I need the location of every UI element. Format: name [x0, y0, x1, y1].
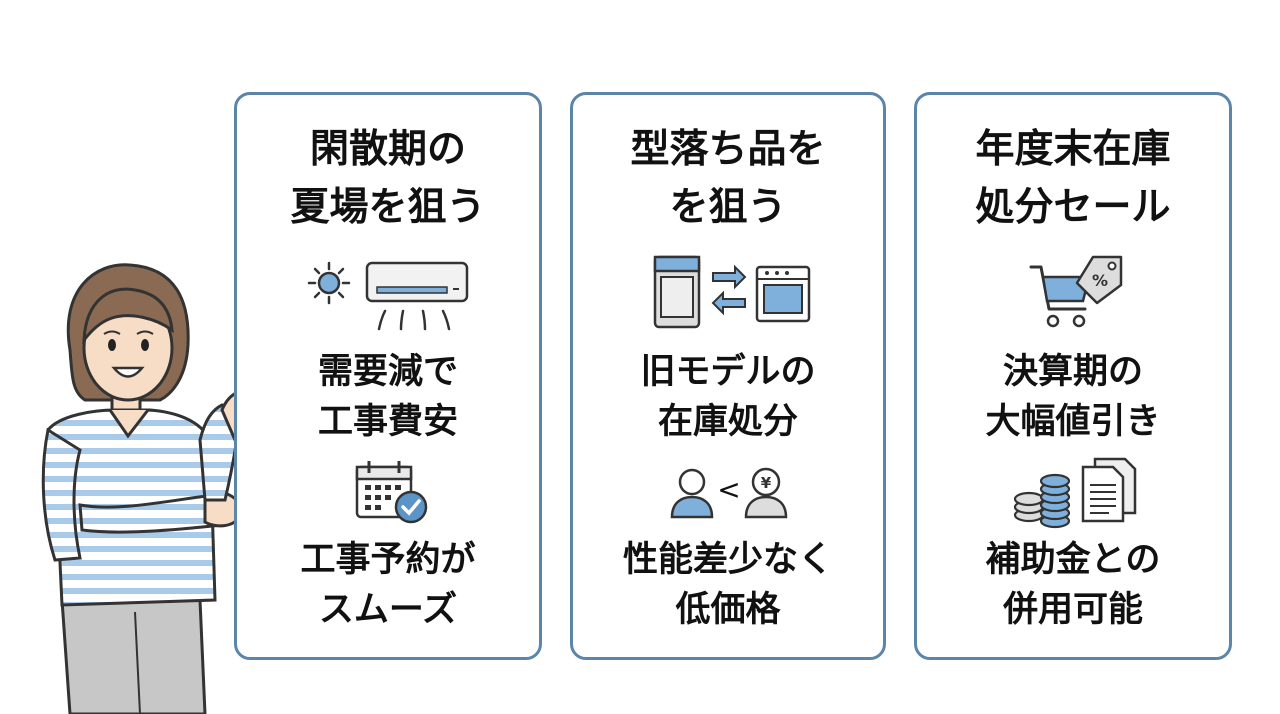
card-point: 旧モデルの 在庫処分: [640, 352, 816, 442]
washing-machine-icon: [653, 255, 701, 329]
percent-symbol: %: [1092, 271, 1108, 290]
coin-stack-icon: [1013, 473, 1071, 529]
documents-icon: [1081, 457, 1137, 523]
card-point: 決算期の 大幅値引き: [985, 352, 1161, 442]
comparison-symbol: <: [717, 473, 741, 506]
person-icon: [670, 468, 714, 519]
card-point: 補助金との 併用可能: [985, 540, 1161, 630]
yen-symbol: ¥: [761, 474, 772, 492]
card-heading: 年度末在庫 処分セール: [975, 127, 1171, 230]
calendar-check-icon: [355, 461, 428, 524]
tip-card-old-model: 型落ち品を を狙う 旧モデルの 在庫処分 < ¥ 性能差少なく 低価格: [570, 92, 886, 660]
swap-arrows-icon: [711, 264, 747, 316]
tip-card-summer: 閑散期の 夏場を狙う 需要減で 工事費安: [234, 92, 542, 660]
card-point: 性能差少なく 低価格: [622, 540, 833, 630]
card-heading: 型落ち品を を狙う: [630, 127, 826, 230]
sun-icon: [307, 261, 351, 305]
air-conditioner-icon: [365, 261, 469, 331]
tip-card-year-end-sale: 年度末在庫 処分セール % 決算期の 大幅値引き: [914, 92, 1232, 660]
card-point: 工事予約が スムーズ: [300, 540, 476, 630]
card-heading: 閑散期の 夏場を狙う: [290, 127, 486, 230]
price-tag-icon: %: [1075, 255, 1123, 305]
yen-person-icon: ¥: [744, 467, 788, 519]
card-point: 需要減で 工事費安: [317, 352, 458, 442]
oven-icon: [755, 265, 811, 323]
